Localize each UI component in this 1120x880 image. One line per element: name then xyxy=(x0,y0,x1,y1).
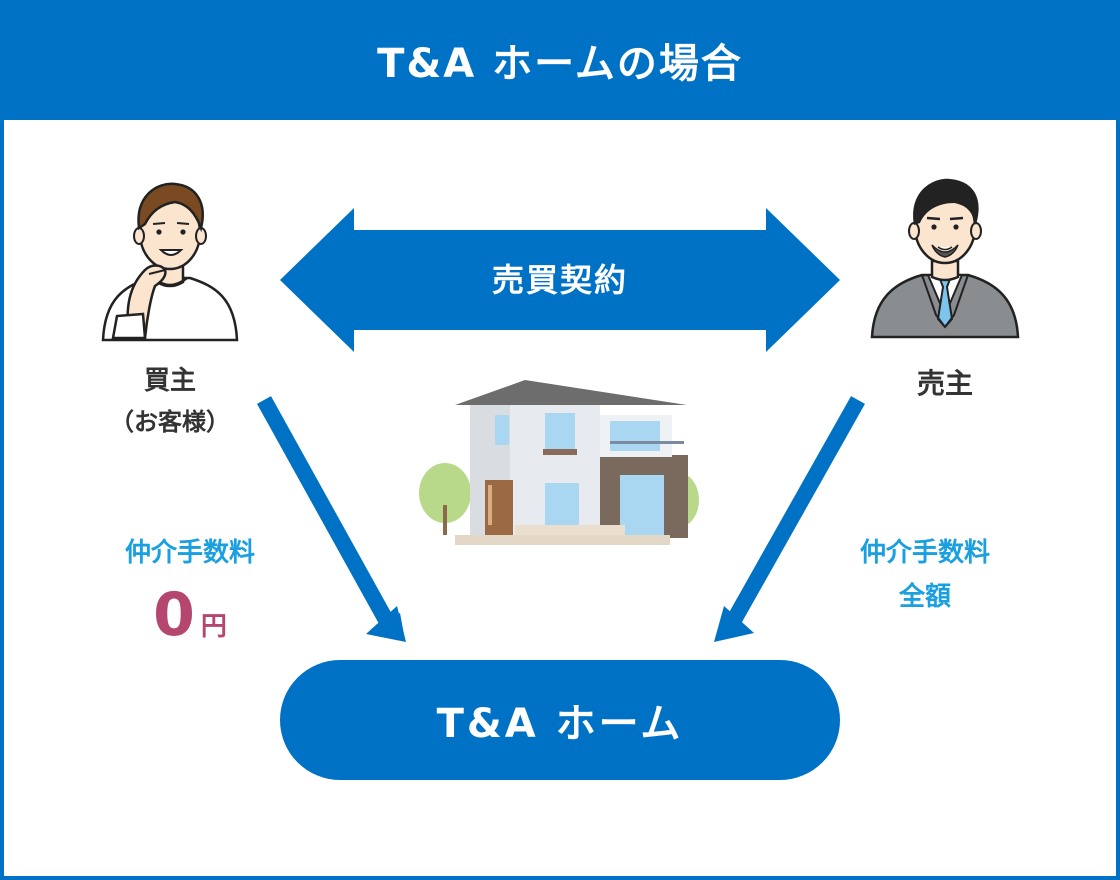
house-icon xyxy=(419,380,699,545)
businessman-icon xyxy=(870,178,1020,339)
seller-fee-label: 仲介手数料 xyxy=(859,538,990,568)
header-title: T&A ホームの場合 xyxy=(377,41,743,87)
seller-fee-amount: 全額 xyxy=(898,582,951,612)
buyer-fee-zero: 0 xyxy=(153,580,195,650)
contract-label: 売買契約 xyxy=(491,261,628,299)
seller-label: 売主 xyxy=(916,367,973,400)
casual-man-icon xyxy=(101,182,239,342)
buyer-label: 買主 xyxy=(143,366,196,396)
buyer-sub-label: （お客様） xyxy=(110,408,230,436)
buyer-fee-label: 仲介手数料 xyxy=(124,538,255,568)
header-banner: T&A ホームの場合 xyxy=(0,0,1120,120)
buyer-fee-unit: 円 xyxy=(200,612,227,642)
company-name: T&A ホーム xyxy=(436,701,684,747)
company-pill: T&A ホーム xyxy=(280,660,840,780)
